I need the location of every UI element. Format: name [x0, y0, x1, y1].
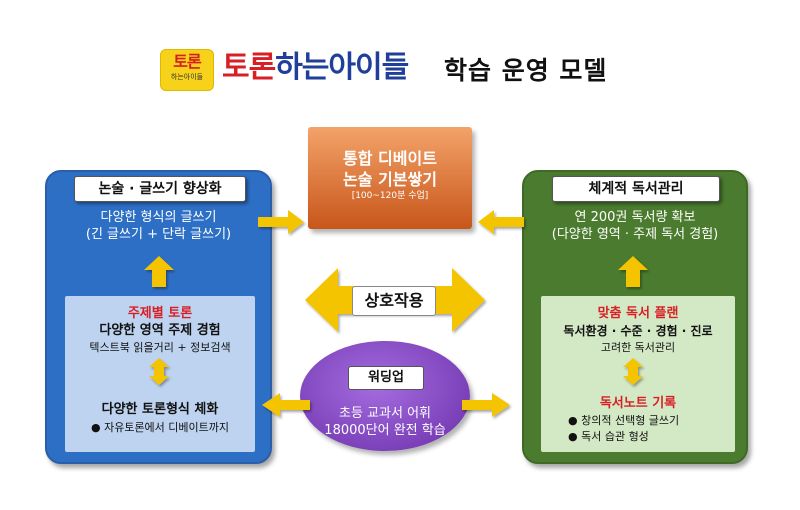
brand-part1: 토론	[222, 50, 276, 85]
left-panel-header: 논술 · 글쓰기 향상화	[74, 176, 246, 202]
arrow-up-icon	[618, 256, 648, 287]
wordingup-line1: 초등 교과서 어휘	[339, 406, 431, 421]
arrow-right-icon	[258, 210, 304, 234]
right-inner-title: 맞춤 독서 플랜	[597, 306, 679, 321]
arrow-up-icon	[144, 256, 174, 287]
left-inner-line2: 텍스트북 읽을거리 + 정보검색	[89, 341, 231, 354]
logo: 토론 하는아이들	[160, 49, 214, 91]
arrow-right-icon	[462, 393, 510, 417]
center-top-box	[308, 127, 472, 229]
right-inner-title2: 독서노트 기록	[599, 396, 677, 411]
wordingup-text: 초등 교과서 어휘 18000단어 완전 학습	[300, 405, 470, 439]
center-bottom-ellipse	[300, 341, 470, 451]
left-inner-title: 주제별 토론	[127, 306, 193, 321]
right-panel-line1: 연 200권 독서량 확보	[574, 210, 696, 225]
brand-part2: 하는아이들	[275, 50, 409, 85]
center-top-note: [100~120분 수업]	[351, 191, 429, 201]
center-top-line2: 논술 기본쌓기	[343, 170, 437, 189]
interaction-label: 상호작용	[352, 286, 436, 316]
left-inner-title2: 다양한 토론형식 체화	[101, 402, 219, 417]
left-panel-line2: (긴 글쓰기 + 단락 글쓰기)	[85, 227, 232, 242]
brand-name: 토론하는아이들	[222, 50, 409, 86]
logo-text: 토론	[173, 52, 201, 71]
arrow-left-icon	[478, 210, 524, 234]
right-panel-line2: (다양한 영역 · 주제 독서 경험)	[551, 227, 719, 242]
arrow-updown-icon	[149, 358, 169, 385]
page-title: 학습 운영 모델	[444, 56, 608, 85]
right-inner-line2: 고려한 독서관리	[600, 341, 676, 354]
center-top-line1: 통합 디베이트	[343, 149, 437, 168]
wordingup-label: 워딩업	[348, 366, 424, 390]
arrow-updown-icon	[623, 358, 643, 385]
center-top-title: 통합 디베이트 논술 기본쌓기	[308, 148, 472, 190]
right-inner-bullet1: ● 창의적 선택형 글쓰기	[568, 414, 680, 427]
logo-subtext: 하는아이들	[170, 73, 204, 81]
right-panel-text: 연 200권 독서량 확보 (다양한 영역 · 주제 독서 경험)	[524, 209, 746, 243]
left-panel-line1: 다양한 형식의 글쓰기	[100, 210, 217, 225]
wordingup-line2: 18000단어 완전 학습	[324, 423, 446, 438]
left-inner-bullet: ● 자유토론에서 디베이트까지	[90, 421, 230, 434]
right-inner-bullet2: ● 독서 습관 형성	[568, 430, 649, 443]
right-inner-line1: 독서환경 · 수준 · 경험 · 진로	[563, 324, 713, 338]
left-panel-text: 다양한 형식의 글쓰기 (긴 글쓰기 + 단락 글쓰기)	[47, 209, 270, 243]
right-panel-header: 체계적 독서관리	[552, 176, 720, 202]
left-inner-line1: 다양한 영역 주제 경험	[99, 323, 221, 338]
arrow-left-icon	[262, 393, 310, 417]
